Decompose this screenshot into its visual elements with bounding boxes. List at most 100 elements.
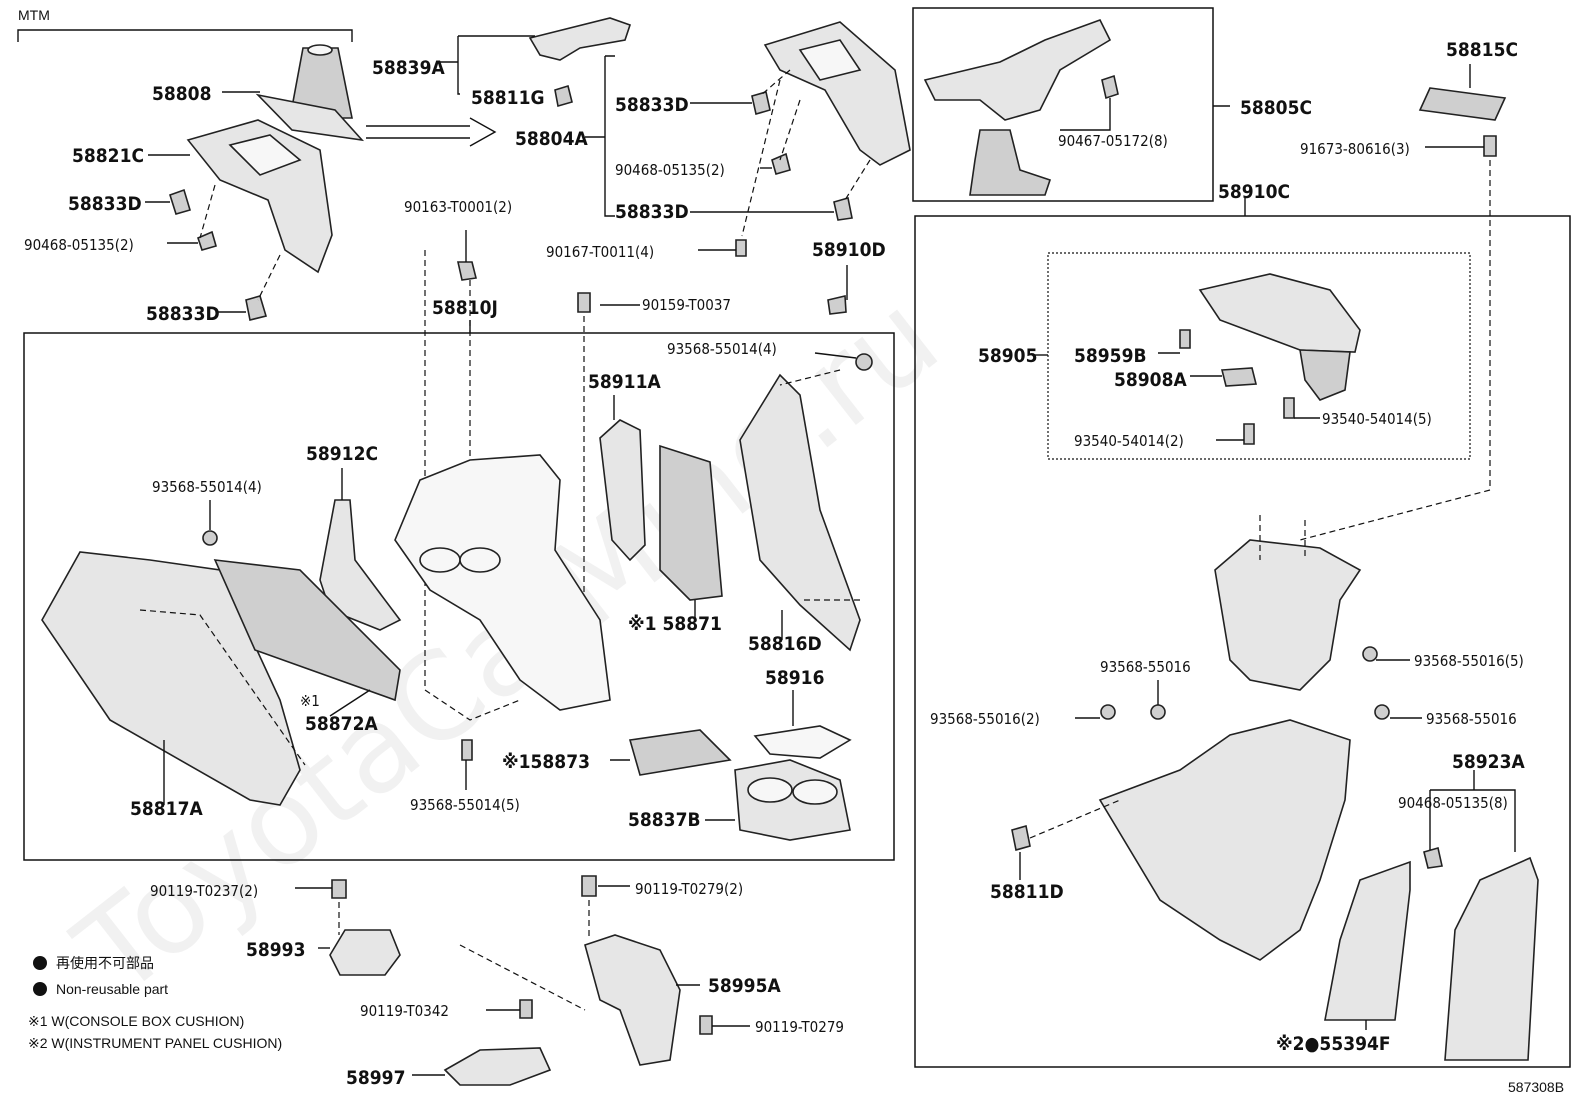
screw-90119-t0342	[519, 999, 533, 1019]
part-58808-shift-boot	[255, 44, 365, 142]
screw-93568-55016-c	[1100, 704, 1116, 720]
part-58997-bracket	[443, 1047, 552, 1086]
screw-90159-t0037	[577, 292, 591, 313]
part-58837b-cup-holder	[734, 759, 851, 841]
label-90468-05135-b: 90468-05135(2)	[615, 161, 725, 179]
dash-bezel-clips	[199, 184, 281, 301]
label-91673-80616: 91673-80616(3)	[1300, 140, 1410, 158]
label-93540-54014-b: 93540-54014(2)	[1074, 432, 1184, 450]
label-58811g: 58811G	[471, 87, 545, 109]
label-55394f: ※2●55394F	[1276, 1033, 1391, 1055]
clip-58811g	[554, 84, 573, 108]
part-55394f-cushion	[1324, 860, 1411, 1021]
label-58817a: 58817A	[130, 798, 203, 820]
dash-upper-bezel	[741, 69, 871, 237]
part-58804a-upper-bezel	[763, 21, 911, 166]
label-58912c: 58912C	[306, 443, 378, 465]
dash-58811d	[1029, 799, 1121, 839]
label-58833d-d: 58833D	[615, 201, 689, 223]
label-58837b: 58837B	[628, 809, 701, 831]
screw-93568-55016-b	[1150, 704, 1166, 720]
label-58805c: 58805C	[1240, 97, 1312, 119]
part-58905-armrest	[1198, 273, 1361, 401]
screw-58959b	[1179, 329, 1191, 349]
dash-58817a	[139, 609, 306, 766]
part-58872a-cushion	[213, 559, 401, 702]
legend-note-1: ※1 W(CONSOLE BOX CUSHION)	[28, 1013, 244, 1029]
screw-90119-t0279-a	[581, 875, 597, 897]
label-58839a: 58839A	[372, 57, 445, 79]
dash-58995a	[459, 900, 590, 1011]
label-90468-05135-a: 90468-05135(2)	[24, 236, 134, 254]
label-90467-05172: 90467-05172(8)	[1058, 132, 1168, 150]
part-58916-ring	[753, 725, 852, 759]
part-58923a-cover	[1444, 856, 1539, 1061]
screw-90119-t0279-b	[699, 1015, 713, 1035]
bracket-58804a	[604, 55, 615, 217]
part-58908a-bracket	[1220, 367, 1258, 387]
clip-90468-05135-b	[771, 152, 791, 175]
mtm-header: MTM	[18, 7, 50, 23]
label-90119-t0279-a: 90119-T0279(2)	[635, 880, 743, 898]
clip-58833d-d	[833, 196, 853, 221]
clip-90468-05135-c	[1423, 846, 1443, 869]
part-58873-mat	[628, 729, 732, 776]
label-58810j: 58810J	[432, 297, 498, 319]
clip-58811d	[1011, 824, 1031, 852]
mtm-bracket	[17, 29, 353, 42]
screw-91673-80616	[1483, 135, 1497, 157]
label-58833d-a: 58833D	[68, 193, 142, 215]
screw-90163-t0001	[457, 261, 477, 281]
label-90163-t0001: 90163-T0001(2)	[404, 198, 512, 216]
label-58804a: 58804A	[515, 128, 588, 150]
dash-58816d	[779, 369, 860, 601]
label-58833d-b: 58833D	[146, 303, 220, 325]
label-58916: 58916	[765, 667, 824, 689]
screw-93568-55014-b	[202, 530, 218, 546]
clip-58833d-b	[245, 295, 268, 321]
legend-non-reusable-jp: 再使用不可部品	[56, 955, 154, 971]
label-58959b: 58959B	[1074, 345, 1147, 367]
part-console-box	[1214, 539, 1362, 691]
label-58872a-note: ※1	[300, 692, 320, 710]
label-93568-55016-c: 93568-55016(2)	[930, 710, 1040, 728]
part-58839a-bracket	[528, 17, 632, 61]
label-58910c: 58910C	[1218, 181, 1290, 203]
label-58997: 58997	[346, 1067, 405, 1089]
screw-93568-55016-a	[1362, 646, 1378, 662]
label-93568-55014-b: 93568-55014(4)	[152, 478, 262, 496]
screw-93540-54014-a	[1283, 397, 1295, 419]
label-58815c: 58815C	[1446, 39, 1518, 61]
label-58905: 58905	[978, 345, 1037, 367]
box-58810j-group	[23, 332, 895, 861]
part-58810j-console-frame	[394, 454, 611, 711]
label-58873: ※158873	[502, 751, 590, 773]
clip-90467-05172	[1101, 74, 1119, 100]
label-58995a: 58995A	[708, 975, 781, 997]
screw-93568-55014-a	[855, 353, 873, 371]
label-58871: ※1 58871	[628, 613, 722, 635]
drawing-number: 587308B	[1508, 1079, 1564, 1095]
label-93568-55014-c: 93568-55014(5)	[410, 796, 520, 814]
label-90159-t0037: 90159-T0037	[642, 296, 731, 314]
part-58816d-side-panel	[739, 373, 861, 652]
label-90167-t0011: 90167-T0011(4)	[546, 243, 654, 261]
screw-93540-54014-b	[1243, 423, 1255, 445]
part-58993-bracket	[329, 929, 401, 976]
non-reusable-bullet-icon	[33, 956, 47, 970]
dash-console-box	[1259, 515, 1306, 560]
legend: 再使用不可部品 Non-reusable part ※1 W(CONSOLE B…	[28, 955, 282, 1051]
label-58811d: 58811D	[990, 881, 1064, 903]
label-93568-55016-d: 93568-55016	[1426, 710, 1517, 728]
legend-non-reusable-en: Non-reusable part	[56, 981, 168, 997]
part-58805c-bezel	[923, 19, 1112, 196]
label-58908a: 58908A	[1114, 369, 1187, 391]
part-58817a-side-panel	[41, 551, 301, 806]
label-90119-t0237: 90119-T0237(2)	[150, 882, 258, 900]
box-58805c-group	[912, 7, 1214, 202]
leader-lines	[145, 35, 1516, 1076]
screw-90119-t0237	[331, 879, 347, 899]
label-90119-t0279-b: 90119-T0279	[755, 1018, 844, 1036]
